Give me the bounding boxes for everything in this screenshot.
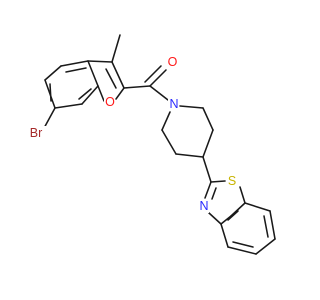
- molecule-structure: O O N N S Br: [26, 34, 276, 255]
- carbonyl-oxygen-atom: O: [167, 55, 178, 69]
- atom-label: N: [169, 97, 178, 111]
- atom-label: S: [228, 174, 236, 188]
- bond: [87, 60, 99, 87]
- bond: [60, 60, 89, 67]
- bonds: [42, 34, 276, 255]
- bond: [111, 34, 121, 63]
- bond: [161, 111, 171, 131]
- bond: [211, 187, 217, 200]
- bond: [239, 186, 246, 204]
- bond: [65, 67, 87, 73]
- bond: [227, 246, 257, 255]
- bond: [111, 61, 125, 89]
- bond: [204, 181, 212, 199]
- atom-label: O: [105, 95, 115, 109]
- bond: [105, 68, 117, 89]
- bond: [149, 69, 167, 87]
- atom-label: Br: [30, 126, 43, 140]
- bond: [44, 65, 62, 81]
- bond: [161, 129, 177, 155]
- bond: [202, 156, 212, 183]
- atom-label: O: [168, 55, 178, 69]
- bond: [49, 83, 52, 102]
- bond: [81, 85, 99, 105]
- atom-labels: O O N N S Br: [26, 55, 237, 213]
- bond: [227, 210, 239, 221]
- bond: [78, 88, 92, 100]
- bond: [220, 215, 232, 225]
- furan-oxygen-atom: O: [104, 95, 115, 109]
- structure-canvas: O O N N S Br: [26, 34, 276, 255]
- bond: [208, 212, 222, 225]
- bond: [202, 129, 214, 158]
- bond: [202, 107, 214, 131]
- thiazole-nitrogen-atom: N: [198, 199, 209, 213]
- bromine-atom: Br: [26, 126, 46, 140]
- bond: [179, 105, 204, 109]
- bond: [230, 202, 246, 217]
- bond: [232, 241, 254, 248]
- bond: [255, 238, 276, 255]
- bond: [244, 202, 271, 212]
- bond: [144, 65, 162, 83]
- bond: [175, 153, 204, 158]
- bond: [97, 85, 105, 102]
- bond: [149, 85, 169, 101]
- thiazole-sulfur-atom: S: [226, 174, 237, 188]
- bond: [220, 223, 229, 248]
- bond: [115, 87, 125, 100]
- bond: [263, 215, 269, 238]
- bond: [54, 103, 83, 109]
- bond: [123, 85, 151, 89]
- piperidine-nitrogen-atom: N: [168, 97, 179, 111]
- bond: [269, 210, 276, 240]
- bond: [210, 180, 226, 183]
- atom-label: N: [199, 199, 208, 213]
- bond: [87, 60, 113, 63]
